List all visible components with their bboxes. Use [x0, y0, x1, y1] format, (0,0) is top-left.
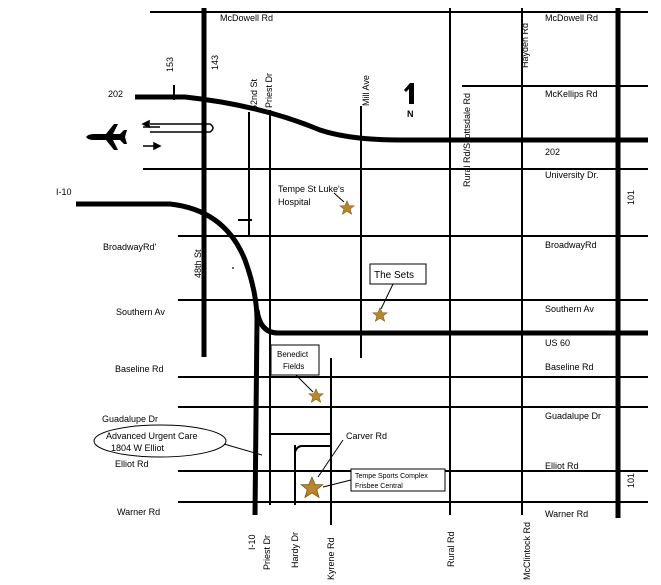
- star-icon: [372, 307, 388, 322]
- label-warner-right: Warner Rd: [545, 509, 588, 519]
- benedict-fields-box: [270, 344, 320, 376]
- label-mcdowell-left: McDowell Rd: [220, 13, 273, 23]
- label-priest-top: Priest Dr: [264, 73, 274, 108]
- label-202-right: 202: [545, 147, 560, 157]
- i10-freeway: [76, 201, 260, 516]
- highways: [76, 8, 648, 518]
- sports-label-line2: Frisbee Central: [355, 483, 403, 490]
- label-mcclintock: McClintock Rd: [522, 522, 532, 580]
- airport-ramps: [141, 119, 214, 151]
- label-mcdowell-right: McDowell Rd: [545, 13, 598, 23]
- label-i10-bottom: I-10: [247, 534, 257, 550]
- label-southern-right: Southern Av: [545, 304, 594, 314]
- label-hayden: Hayden Rd: [520, 23, 530, 68]
- urgent-care-label-line2: 1804 W Elliot: [111, 443, 165, 453]
- label-southern-left: Southern Av: [116, 307, 165, 317]
- north-arrow-icon: N: [404, 83, 414, 119]
- urgent-care-ellipse: [93, 424, 227, 458]
- label-153: 153: [165, 57, 175, 72]
- label-202-left: 202: [108, 89, 123, 99]
- label-broadway-left: BroadwayRd': [103, 242, 157, 252]
- benedict-label-line2: Fields: [283, 362, 304, 371]
- label-elliot-right: Elliot Rd: [545, 461, 579, 471]
- label-priest-bottom: Priest Dr: [262, 535, 272, 570]
- star-icon: [308, 388, 324, 403]
- hospital-label-line1: Tempe St Luke's: [278, 184, 345, 194]
- label-mill: Mill Ave: [361, 75, 371, 106]
- label-us60: US 60: [545, 338, 570, 348]
- label-kyrene: Kyrene Rd: [326, 537, 336, 580]
- label-guadalupe-left: Guadalupe Dr: [102, 414, 158, 424]
- label-143: 143: [210, 55, 220, 70]
- the-sets-label: The Sets: [374, 270, 414, 281]
- label-101-top: 101: [626, 190, 636, 205]
- label-university: University Dr.: [545, 170, 599, 180]
- label-hardy: Hardy Dr: [290, 532, 300, 568]
- label-baseline-left: Baseline Rd: [115, 364, 164, 374]
- hwy-202: [135, 94, 648, 143]
- star-icon: [339, 200, 355, 215]
- star-icon: [300, 476, 324, 499]
- street-labels: McDowell Rd McDowell Rd McKellips Rd 202…: [56, 13, 601, 519]
- label-warner-left: Warner Rd: [117, 507, 160, 517]
- label-mckellips: McKellips Rd: [545, 89, 598, 99]
- the-sets-box: [369, 263, 427, 285]
- urgent-care-label-line1: Advanced Urgent Care: [106, 431, 198, 441]
- label-broadway-right: BroadwayRd: [545, 240, 597, 250]
- airplane-icon: [86, 124, 127, 150]
- label-guadalupe-right: Guadalupe Dr: [545, 411, 601, 421]
- sports-label-line1: Tempe Sports Complex: [355, 473, 428, 480]
- label-rural-scottsdale: Rural Rd/Scottsdale Rd: [462, 93, 472, 187]
- hospital-label-line2: Hospital: [278, 197, 311, 207]
- landmarks: Tempe St Luke's Hospital The Sets Benedi…: [93, 184, 446, 499]
- label-48th: 48th St: [193, 249, 203, 278]
- label-i10-west: I-10: [56, 187, 72, 197]
- label-52nd: 52nd St: [249, 78, 259, 110]
- benedict-label-line1: Benedict: [277, 350, 309, 359]
- label-baseline-right: Baseline Rd: [545, 362, 594, 372]
- label-101-bottom: 101: [626, 473, 636, 488]
- us-60: [254, 309, 648, 336]
- vertical-street-labels: 153 143 52nd St Priest Dr Mill Ave Rural…: [165, 23, 636, 580]
- label-rural-bottom: Rural Rd: [446, 531, 456, 567]
- label-elliot-left: Elliot Rd: [115, 459, 149, 469]
- north-label: N: [407, 109, 414, 119]
- carver-hardy-curve: [294, 445, 331, 505]
- label-carver: Carver Rd: [346, 431, 387, 441]
